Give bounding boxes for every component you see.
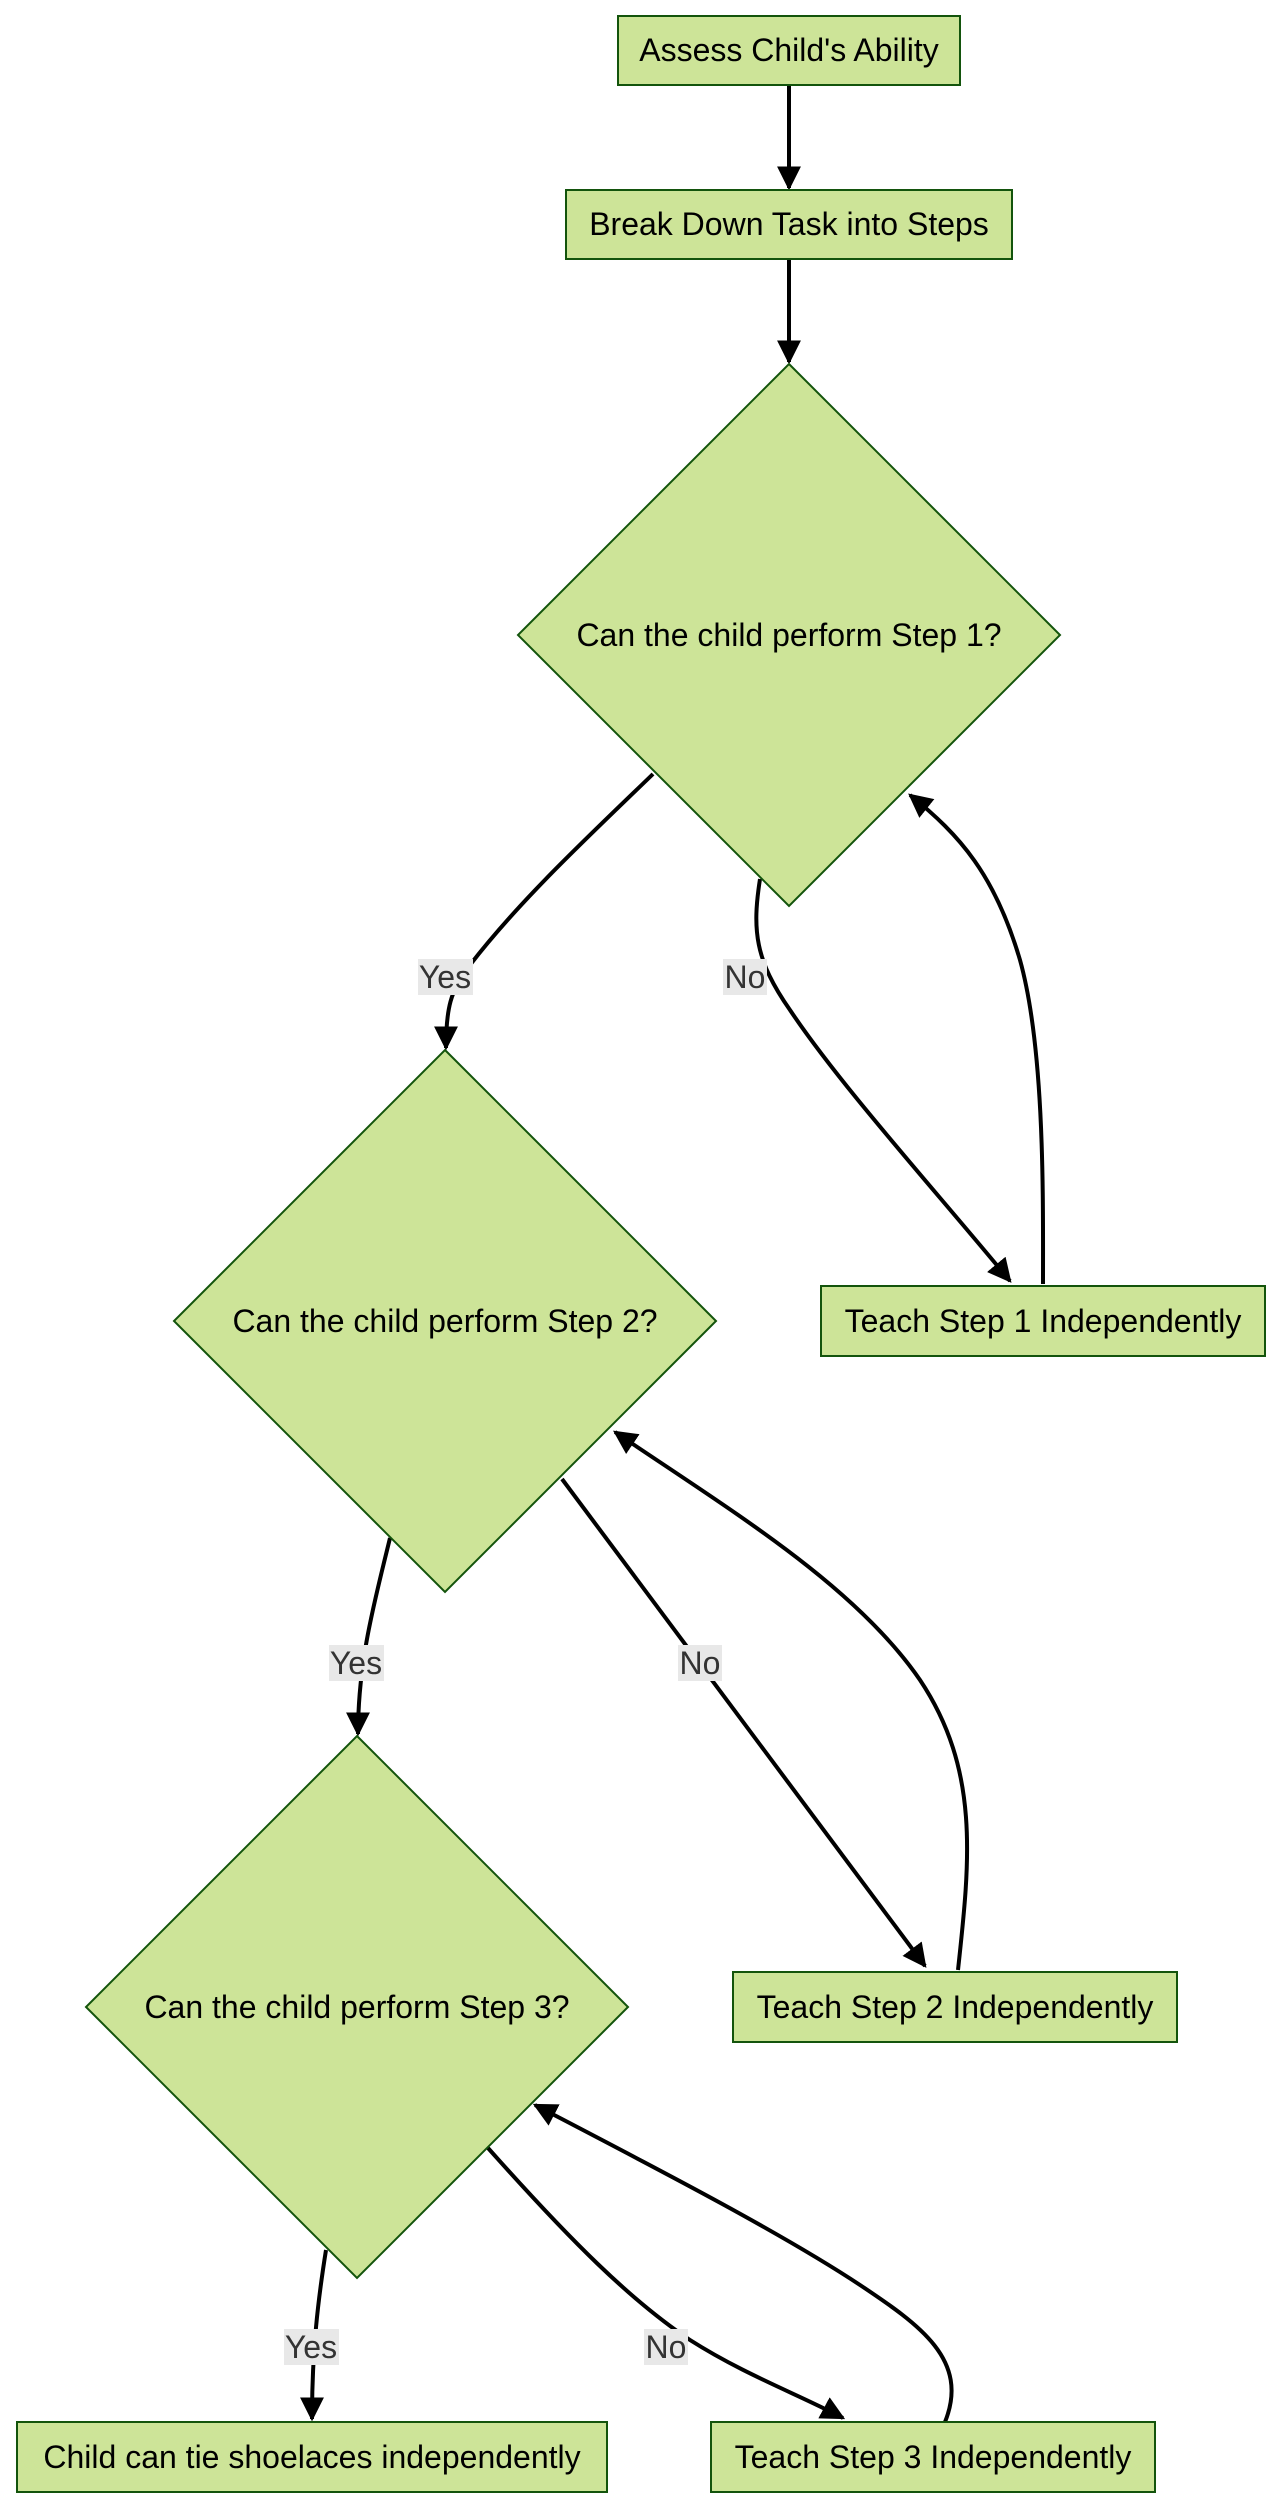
edge-q3-yes-to-done (300, 2249, 328, 2422)
node-teach-step1[interactable]: Teach Step 1 Independently (820, 1285, 1266, 1357)
node-done[interactable]: Child can tie shoelaces independently (16, 2421, 608, 2493)
node-assess-label: Assess Child's Ability (639, 32, 939, 68)
nodes: Assess Child's Ability Break Down Task i… (16, 15, 1266, 2493)
edge-label-q1-yes-text: Yes (419, 959, 471, 995)
edge-q2-no-to-teach2 (560, 1477, 927, 1968)
node-teach-step3[interactable]: Teach Step 3 Independently (710, 2421, 1156, 2493)
edges (300, 86, 1046, 2423)
edge-label-q1-no-text: No (725, 959, 766, 995)
decision-step3-label: Can the child perform Step 3? (144, 1989, 569, 2025)
edge-label-q2-yes-text: Yes (330, 1645, 382, 1681)
node-teach-step2-label: Teach Step 2 Independently (757, 1989, 1154, 2025)
edge-q2-yes-to-q3 (346, 1537, 392, 1737)
edge-label-q2-yes: Yes (329, 1645, 384, 1681)
edge-label-q3-no-text: No (646, 2329, 687, 2365)
edge-teach1-back-to-q1 (908, 793, 1046, 1285)
decision-step3[interactable]: Can the child perform Step 3? (84, 1734, 630, 2280)
edge-label-q3-yes: Yes (284, 2329, 339, 2365)
node-break-down[interactable]: Break Down Task into Steps (565, 189, 1013, 260)
edge-label-q2-no-text: No (680, 1645, 721, 1681)
node-break-down-label: Break Down Task into Steps (589, 206, 989, 242)
decision-step1[interactable]: Can the child perform Step 1? (516, 362, 1062, 908)
edge-teach3-back-to-q3 (532, 2103, 954, 2423)
edge-teach2-back-to-q2 (613, 1430, 970, 1971)
edge-q3-no-to-teach3 (486, 2146, 846, 2420)
node-teach-step2[interactable]: Teach Step 2 Independently (732, 1971, 1178, 2043)
edge-q1-no-to-teach1 (754, 878, 1012, 1283)
node-teach-step3-label: Teach Step 3 Independently (735, 2439, 1132, 2475)
edge-label-q1-no: No (723, 959, 767, 995)
node-done-label: Child can tie shoelaces independently (43, 2439, 580, 2475)
edge-q1-yes-to-q2 (434, 772, 655, 1051)
edge-label-q3-no: No (644, 2329, 688, 2365)
decision-step1-label: Can the child perform Step 1? (576, 617, 1001, 653)
node-assess[interactable]: Assess Child's Ability (617, 15, 961, 86)
node-teach-step1-label: Teach Step 1 Independently (845, 1303, 1242, 1339)
decision-step2[interactable]: Can the child perform Step 2? (172, 1048, 718, 1594)
edge-labels: Yes No Yes No Yes No (284, 959, 767, 2365)
decision-step2-label: Can the child perform Step 2? (232, 1303, 657, 1339)
edge-label-q3-yes-text: Yes (285, 2329, 337, 2365)
edge-label-q1-yes: Yes (418, 959, 473, 995)
edge-label-q2-no: No (678, 1645, 722, 1681)
